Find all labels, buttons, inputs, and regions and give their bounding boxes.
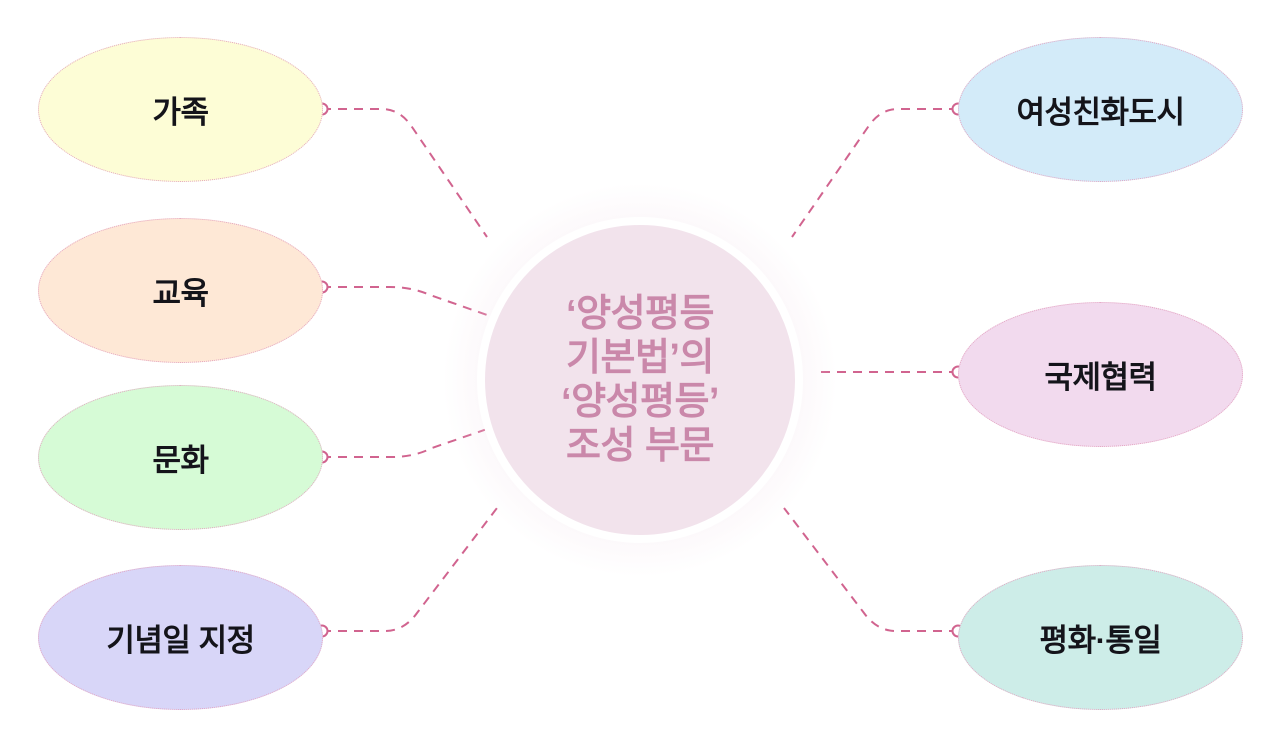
node-international-cooperation-label: 국제협력 — [1044, 360, 1157, 395]
node-women-friendly-city-label: 여성친화도시 — [1016, 95, 1185, 130]
node-memorial[interactable]: 기념일 지정 — [38, 565, 323, 710]
node-education-label: 교육 — [152, 276, 209, 311]
node-memorial-label: 기념일 지정 — [106, 623, 255, 658]
node-peace-unification-label: 평화·통일 — [1039, 623, 1162, 658]
connector-memorial — [322, 507, 498, 632]
node-family[interactable]: 가족 — [38, 37, 323, 182]
center-node-label: ‘양성평등 기본법’의 ‘양성평등’ 조성 부문 — [561, 292, 719, 468]
connector-family — [322, 108, 488, 238]
connector-peace — [783, 507, 958, 632]
node-family-label: 가족 — [152, 95, 209, 130]
node-culture[interactable]: 문화 — [38, 385, 323, 530]
node-education[interactable]: 교육 — [38, 218, 323, 363]
node-peace-unification[interactable]: 평화·통일 — [958, 565, 1243, 710]
node-women-friendly-city[interactable]: 여성친화도시 — [958, 37, 1243, 182]
connector-womencity — [791, 108, 958, 238]
node-international-cooperation[interactable]: 국제협력 — [958, 302, 1243, 447]
center-node[interactable]: ‘양성평등 기본법’의 ‘양성평등’ 조성 부문 — [477, 217, 803, 543]
node-culture-label: 문화 — [152, 443, 209, 478]
